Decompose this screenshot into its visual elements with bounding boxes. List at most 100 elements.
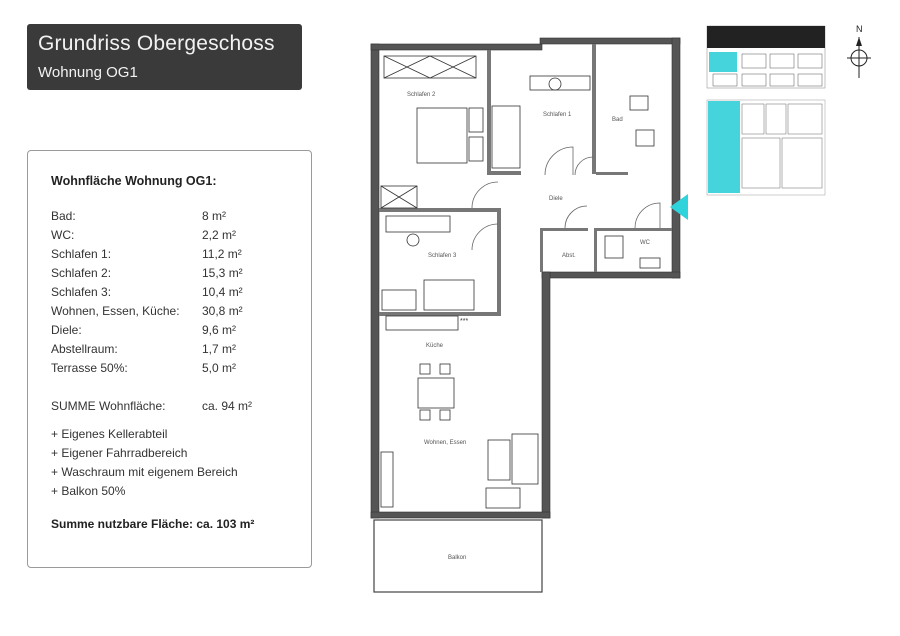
total-usable-area: Summe nutzbare Fläche: ca. 103 m² <box>51 517 255 531</box>
room <box>741 137 781 189</box>
room-label: Schlafen 2 <box>407 92 436 98</box>
area-row-label: Schlafen 1: <box>51 247 112 261</box>
area-heading: Wohnfläche Wohnung OG1: <box>51 174 217 188</box>
chair <box>439 409 451 421</box>
door-arc <box>471 223 499 251</box>
sink <box>635 129 655 147</box>
extras-list: + Eigenes Kellerabteil + Eigener Fahrrad… <box>51 427 238 503</box>
wall <box>541 271 551 519</box>
area-sum-row: SUMME Wohnfläche: ca. 94 m² <box>51 399 301 418</box>
title-box: Grundriss Obergeschoss Wohnung OG1 <box>27 24 302 90</box>
window <box>769 53 795 69</box>
compass-north-label: N <box>856 24 863 34</box>
area-row-value: 9,6 m² <box>202 323 237 337</box>
inner-walls <box>379 44 672 316</box>
area-row-label: Abstellraum: <box>51 342 118 356</box>
chair <box>439 363 451 375</box>
area-row-label: Wohnen, Essen, Küche: <box>51 304 180 318</box>
balcony-outline <box>373 519 543 593</box>
bed <box>491 105 521 169</box>
wardrobes <box>380 55 477 209</box>
extra-item: + Eigenes Kellerabteil <box>51 427 168 441</box>
wall <box>370 43 543 51</box>
armchair <box>485 487 521 509</box>
extra-item: + Balkon 50% <box>51 484 126 498</box>
window <box>712 73 738 87</box>
sideboard <box>380 451 394 508</box>
wall <box>379 312 501 316</box>
area-row-label: Bad: <box>51 209 76 223</box>
elevation-roof <box>707 26 825 48</box>
area-row-value: 30,8 m² <box>202 304 243 318</box>
door-arc <box>634 202 661 229</box>
wall <box>594 228 672 231</box>
bed <box>423 279 475 311</box>
page-subtitle: Wohnung OG1 <box>38 64 138 81</box>
entrance-marker <box>670 194 688 220</box>
chair <box>548 77 562 91</box>
chair <box>406 233 420 247</box>
bed <box>416 107 468 164</box>
area-row-label: Schlafen 3: <box>51 285 112 299</box>
key-plan-floor <box>706 99 826 196</box>
stove-marks: *** <box>460 318 468 325</box>
elevation-windows <box>712 53 823 87</box>
window <box>741 73 767 87</box>
room <box>741 103 765 135</box>
room-label: Abst. <box>562 253 576 259</box>
wall <box>596 172 628 175</box>
room-label: Bad <box>612 117 623 123</box>
room <box>781 137 823 189</box>
elevation-highlight <box>709 52 737 72</box>
wall <box>592 44 596 174</box>
floorplan: Schlafen 2 Schlafen 1 Bad Diele Schlafen… <box>370 37 688 593</box>
wardrobe <box>380 185 418 209</box>
compass-arrow-icon <box>856 37 862 46</box>
chair <box>419 409 431 421</box>
cabinet <box>381 289 417 311</box>
area-row-value: 15,3 m² <box>202 266 243 280</box>
wardrobe <box>383 55 477 79</box>
nightstand <box>468 136 484 162</box>
area-row-label: WC: <box>51 228 75 242</box>
wall <box>487 50 491 175</box>
window <box>797 73 823 87</box>
page-title: Grundriss Obergeschoss <box>38 32 275 55</box>
chair <box>419 363 431 375</box>
wardrobe-line <box>383 55 431 79</box>
key-plan-elevation <box>706 25 826 89</box>
area-row-value: 10,4 m² <box>202 285 243 299</box>
area-sum-label: SUMME Wohnfläche: <box>51 399 166 413</box>
area-row-label: Schlafen 2: <box>51 266 112 280</box>
wall <box>379 208 501 212</box>
wall <box>540 228 543 272</box>
area-panel: Wohnfläche Wohnung OG1: Bad:8 m² WC:2,2 … <box>27 150 312 568</box>
room-label: Schlafen 1 <box>543 112 572 118</box>
outer-walls <box>370 37 681 519</box>
area-row-value: 5,0 m² <box>202 361 237 375</box>
extra-item: + Waschraum mit eigenem Bereich <box>51 465 238 479</box>
extra-item: + Eigener Fahrradbereich <box>51 446 188 460</box>
sink <box>639 257 661 269</box>
floor-rooms <box>741 103 823 189</box>
furniture <box>380 75 661 509</box>
sofa <box>511 433 539 485</box>
toilet <box>604 235 624 259</box>
wall <box>541 271 681 279</box>
wall <box>540 228 588 231</box>
tv-table <box>487 439 511 481</box>
area-row-value: 1,7 m² <box>202 342 237 356</box>
window <box>769 73 795 87</box>
area-sum-value: ca. 94 m² <box>202 399 253 413</box>
door-arc <box>544 146 574 176</box>
wall <box>594 228 597 272</box>
door-arc <box>574 156 594 176</box>
window <box>797 53 823 69</box>
wall <box>491 171 521 175</box>
room-label: Wohnen, Essen <box>424 440 466 446</box>
wardrobe-line <box>380 185 418 209</box>
wall <box>370 43 380 519</box>
area-row-value: 2,2 m² <box>202 228 237 242</box>
area-row-label: Diele: <box>51 323 82 337</box>
